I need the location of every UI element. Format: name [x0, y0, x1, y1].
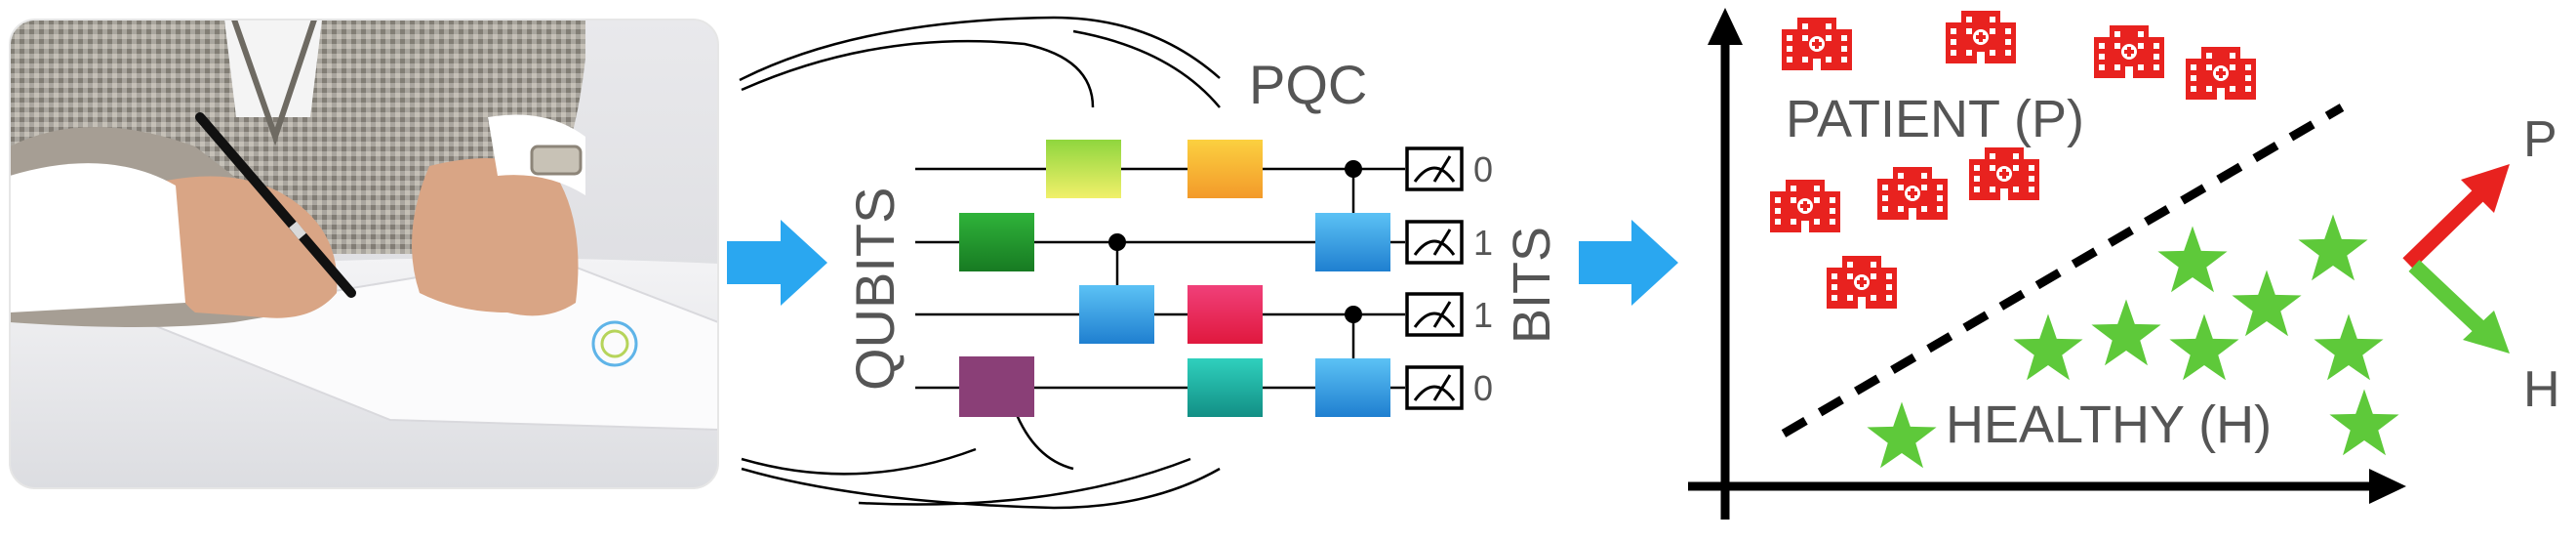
quantum-circuit: PQC QUBITS BITS 0 1 1 0 [739, 16, 1561, 510]
bit-value-0: 0 [1473, 149, 1493, 189]
gate-orange [1187, 140, 1263, 198]
gate-blue-3 [1315, 358, 1390, 417]
circuit-title: PQC [1249, 54, 1367, 115]
star-icon [2157, 226, 2228, 293]
star-icon [2329, 389, 2399, 456]
gate-lime [1046, 140, 1121, 198]
gate-blue-1 [1315, 213, 1390, 271]
star-icon [1867, 401, 1937, 469]
qubit-wires [915, 167, 1405, 390]
hospital-icon [1770, 180, 1840, 232]
axis-label-p: P [2523, 111, 2557, 168]
meter-icon [1405, 146, 1464, 191]
meter-icon [1405, 220, 1464, 265]
healthy-class-label: HEALTHY (H) [1946, 395, 2272, 454]
photo-frame [9, 19, 719, 489]
meter-icon [1405, 292, 1464, 337]
star-icon [2169, 313, 2239, 381]
gate-blue-2 [1079, 285, 1154, 344]
bit-value-1: 1 [1473, 223, 1493, 263]
star-icon [2314, 313, 2384, 381]
hospital-icon [1877, 167, 1948, 220]
hospital-icon [2186, 47, 2256, 100]
flow-arrow-2 [1579, 220, 1678, 306]
qubits-label: QUBITS [844, 187, 906, 391]
meter-icon [1405, 365, 1464, 410]
star-icon [2013, 313, 2083, 381]
star-icon [2232, 270, 2302, 337]
measurements [1405, 146, 1464, 410]
decision-boundary [1781, 104, 2345, 437]
entanglement-arcs [739, 16, 1221, 510]
gate-green [959, 213, 1034, 271]
bits-label: BITS [1503, 227, 1561, 344]
gate-pink [1187, 285, 1263, 344]
bit-value-3: 0 [1473, 368, 1493, 408]
hospital-icon [1782, 18, 1852, 70]
axis-label-h: H [2523, 361, 2560, 418]
patient-class-label: PATIENT (P) [1786, 90, 2084, 148]
star-icon [2298, 214, 2368, 281]
flow-arrow-1 [727, 220, 827, 306]
classification-plot: PATIENT (P) HEALTHY (H) P H [1688, 8, 2560, 520]
basis-arrows [2402, 164, 2510, 354]
gates [959, 140, 1390, 417]
hospital-icon [1969, 147, 2039, 200]
hospital-icon [2094, 25, 2164, 78]
gate-teal [1187, 358, 1263, 417]
cnot-controls [1108, 160, 1362, 361]
bit-value-2: 1 [1473, 295, 1493, 335]
hospital-icon [1946, 11, 2016, 63]
signing-photo [10, 20, 718, 488]
hospital-icon [1827, 256, 1897, 309]
star-icon [2091, 299, 2161, 366]
gate-purple [959, 356, 1034, 417]
